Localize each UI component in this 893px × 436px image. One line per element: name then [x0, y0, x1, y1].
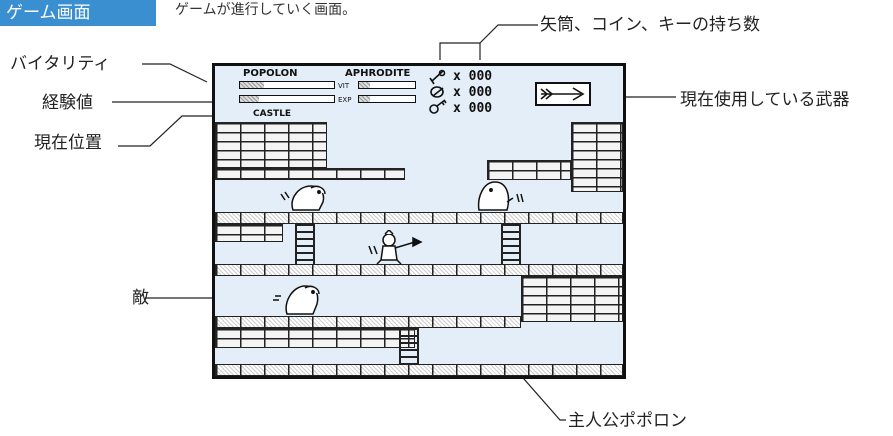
- coin-icon: [430, 86, 444, 98]
- hero-icon: [368, 230, 423, 265]
- exp-label: EXP: [338, 96, 352, 104]
- platform-middle: [215, 264, 623, 276]
- brick-block-right: [521, 276, 623, 322]
- coin-count: x 000: [453, 85, 493, 100]
- game-hud: POPOLON APHRODITE VIT EXP CASTLE x 000 x…: [215, 66, 623, 122]
- game-screen: POPOLON APHRODITE VIT EXP CASTLE x 000 x…: [212, 63, 626, 379]
- brick-block-lower-left: [215, 328, 415, 348]
- label-weapon: 現在使用している武器: [680, 90, 850, 110]
- arrow-icon: [540, 87, 585, 101]
- player-name-popolon: POPOLON: [243, 68, 298, 79]
- monster-icon: [280, 185, 326, 211]
- platform-upper: [215, 212, 623, 224]
- label-enemy: 敵: [132, 288, 149, 308]
- monster-icon: [477, 181, 524, 211]
- label-vitality: バイタリティ: [10, 54, 111, 74]
- label-location: 現在位置: [34, 133, 102, 153]
- brick-ledge-top: [215, 168, 405, 180]
- label-items: 矢筒、コイン、キーの持ち数: [540, 15, 760, 35]
- ladder-bottom: [399, 328, 419, 364]
- ladder-right: [501, 224, 521, 264]
- vit-label: VIT: [338, 82, 350, 90]
- player-name-aphrodite: APHRODITE: [345, 68, 411, 79]
- platform-lower: [215, 316, 521, 328]
- leader-items: [479, 24, 538, 44]
- brick-block-left: [215, 224, 283, 242]
- vitality-bar-popolon: [239, 81, 335, 89]
- brick-ledge-top-right: [487, 160, 571, 180]
- label-experience: 経験値: [42, 93, 93, 113]
- monster-icon: [273, 285, 320, 315]
- label-hero: 主人公ポポロン: [568, 411, 687, 431]
- leader-location: [118, 115, 238, 147]
- arrow-quiver-icon: [429, 69, 446, 85]
- platform-floor: [215, 364, 623, 376]
- section-tag: ゲーム画面: [0, 0, 156, 26]
- current-weapon-slot: [535, 82, 591, 106]
- brick-wall-upper-left: [215, 122, 327, 168]
- section-description: ゲームが進行していく画面。: [175, 2, 357, 18]
- ladder-left: [295, 224, 315, 264]
- location-display: CASTLE: [253, 109, 292, 119]
- vitality-bar-aphrodite: [358, 81, 416, 89]
- arrow-count: x 000: [453, 69, 493, 84]
- experience-bar-aphrodite: [358, 95, 416, 103]
- brick-wall-right: [571, 122, 623, 192]
- key-icon: [429, 99, 447, 114]
- item-icons: [429, 69, 447, 114]
- leader-vitality: [142, 63, 208, 83]
- key-count: x 000: [453, 101, 493, 116]
- experience-bar-popolon: [239, 95, 335, 103]
- game-level: [215, 122, 623, 376]
- leader-items-bracket: [439, 42, 481, 60]
